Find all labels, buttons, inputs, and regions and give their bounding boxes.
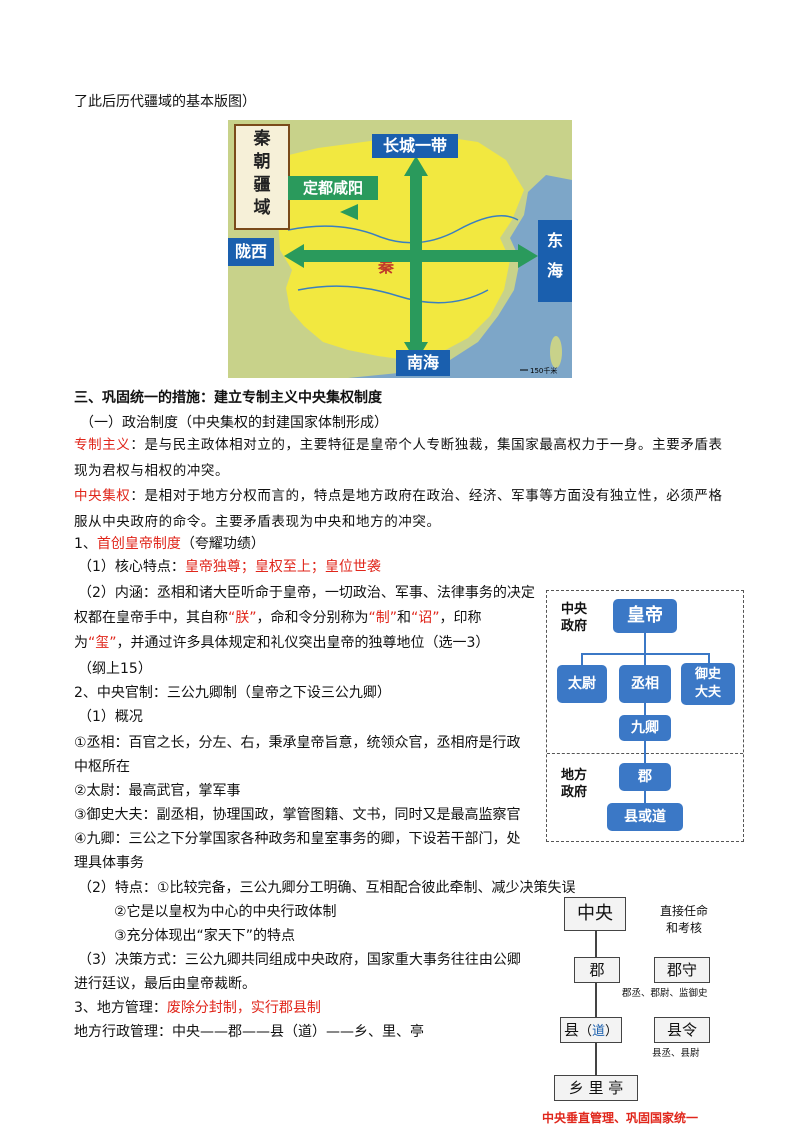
map-title-char: 秦 xyxy=(253,129,271,149)
item-1-1: （1）核心特点：皇帝独尊；皇权至上；皇位世袭 xyxy=(78,559,381,575)
item-2-1: （1）概况 xyxy=(78,709,143,725)
map-label-east: 东 海 xyxy=(538,220,572,302)
qin-territory-map: 秦 150千米 秦 朝 疆 域 长城一带 定都咸阳 陇西 东 海 南海 xyxy=(228,120,572,378)
map-arrows xyxy=(284,156,538,362)
xiang-box: 乡 里 亭 xyxy=(554,1075,638,1101)
chengxiang-box: 丞相 xyxy=(619,665,671,703)
item-2: 2、中央官制：三公九卿制（皇帝之下设三公九卿） xyxy=(74,685,391,701)
xian-box: 县（道） xyxy=(560,1017,622,1043)
connector xyxy=(644,633,646,655)
xianling-box: 县令 xyxy=(654,1017,710,1043)
connector xyxy=(581,653,583,665)
item-2-a-line2: 中枢所在 xyxy=(74,759,130,775)
item-2-b: ②太尉：最高武官，掌军事 xyxy=(74,783,241,799)
definition-text: 是相对于地方分权而言的，特点是地方政府在政治、经济、军事等方面没有独立性，必须严… xyxy=(74,488,723,530)
intro-line: 了此后历代疆域的基本版图） xyxy=(74,94,256,110)
item-1-2-line1: （2）内涵：丞相和诸大臣听命于皇帝，一切政治、军事、法律事务的决定 xyxy=(78,585,535,601)
subsection-title: （一）政治制度（中央集权的封建国家体制形成） xyxy=(80,415,388,431)
definition-centralization: 中央集权：是相对于地方分权而言的，特点是地方政府在政治、经济、军事等方面没有独立… xyxy=(74,488,723,530)
map-label-north: 长城一带 xyxy=(372,134,458,158)
map-east-char: 东 xyxy=(546,231,563,250)
item-2-a-line1: ①丞相：百官之长，分左、右，秉承皇帝旨意，统领众官，丞相府是行政 xyxy=(74,735,521,751)
item-2-2-b: ②它是以皇权为中心的中央行政体制 xyxy=(114,904,337,920)
item-1: 1、首创皇帝制度（夸耀功绩） xyxy=(74,536,265,552)
taiwei-box: 太尉 xyxy=(557,665,607,703)
item-2-d-line1: ④九卿：三公之下分掌国家各种政务和皇室事务的卿，下设若干部门，处 xyxy=(74,831,521,847)
connector xyxy=(644,741,646,763)
item-1-2-line3: 为“玺”，并通过许多具体规定和礼仪突出皇帝的独尊地位（选一3） xyxy=(74,635,490,651)
section-title: 三、巩固统一的措施：建立专制主义中央集权制度 xyxy=(74,390,382,406)
connector xyxy=(644,653,646,665)
item-2-3-line1: （3）决策方式：三公九卿共同组成中央政府，国家重大事务往往由公卿 xyxy=(78,952,521,968)
emperor-box: 皇帝 xyxy=(613,599,677,633)
connector xyxy=(644,791,646,803)
item-3-line: 地方行政管理：中央——郡——县（道）——乡、里、亭 xyxy=(74,1024,424,1040)
direct-appoint-note: 直接任命 和考核 xyxy=(659,904,708,935)
item-2-2-c: ③充分体现出“家天下”的特点 xyxy=(114,928,296,944)
xianling-subordinates: 县丞、县尉 xyxy=(652,1048,700,1059)
junshou-subordinates: 郡丞、郡尉、监御史 xyxy=(622,988,708,999)
item-3: 3、地方管理：废除分封制，实行郡县制 xyxy=(74,1000,321,1016)
local-gov-label: 地方 政府 xyxy=(561,768,588,800)
yushi-box: 御史 大夫 xyxy=(681,663,735,705)
central-org-chart: 中央 政府 皇帝 太尉 丞相 御史 大夫 九卿 地方 政府 郡 县或道 xyxy=(546,590,744,842)
local-admin-chart: 中央 直接任命 和考核 郡 郡守 郡丞、郡尉、监御史 县（道） 县令 县丞、县尉… xyxy=(540,895,750,1125)
jiuqing-box: 九卿 xyxy=(619,715,671,741)
map-scale: 150千米 xyxy=(530,366,557,375)
definition-autocracy: 专制主义：是与民主政体相对立的，主要特征是皇帝个人专断独裁，集国家最高权力于一身… xyxy=(74,437,723,479)
map-title-scroll: 秦 朝 疆 域 xyxy=(234,124,290,230)
map-label-capital: 定都咸阳 xyxy=(288,176,378,200)
map-title-char: 域 xyxy=(253,198,271,218)
central-gov-label: 中央 政府 xyxy=(561,602,588,634)
map-title-char: 疆 xyxy=(253,175,271,195)
term-centralization: 中央集权 xyxy=(74,488,131,504)
connector xyxy=(644,703,646,715)
item-2-2-a: （2）特点：①比较完备，三公九卿分工明确、互相配合彼此牵制、减少决策失误 xyxy=(78,880,576,896)
admin-footer: 中央垂直管理、巩固国家统一 xyxy=(542,1111,699,1125)
xian-box: 县或道 xyxy=(607,803,683,831)
item-1-2-line2: 权都在皇帝手中，其自称“朕”，命和令分别称为“制”和“诏”，印称 xyxy=(74,610,482,626)
map-label-south: 南海 xyxy=(396,350,450,376)
item-2-d-line2: 理具体事务 xyxy=(74,855,144,871)
map-east-char: 海 xyxy=(546,261,563,280)
item-2-c: ③御史大夫：副丞相，协理国政，掌管图籍、文书，同时又是最高监察官 xyxy=(74,807,521,823)
definition-text: 是与民主政体相对立的，主要特征是皇帝个人专断独裁，集国家最高权力于一身。主要矛盾… xyxy=(74,437,723,479)
connector xyxy=(708,653,710,665)
item-1-2-line4: （纲上15） xyxy=(78,661,152,677)
jun-box: 郡 xyxy=(619,763,671,791)
junshou-box: 郡守 xyxy=(654,957,710,983)
item-2-3-line2: 进行廷议，最后由皇帝裁断。 xyxy=(74,976,256,992)
map-title-char: 朝 xyxy=(253,152,271,172)
jun-box: 郡 xyxy=(574,957,620,983)
admin-vertical-line xyxy=(595,929,597,1099)
map-label-west: 陇西 xyxy=(228,238,274,266)
term-autocracy: 专制主义 xyxy=(74,437,131,453)
center-box: 中央 xyxy=(564,897,626,931)
